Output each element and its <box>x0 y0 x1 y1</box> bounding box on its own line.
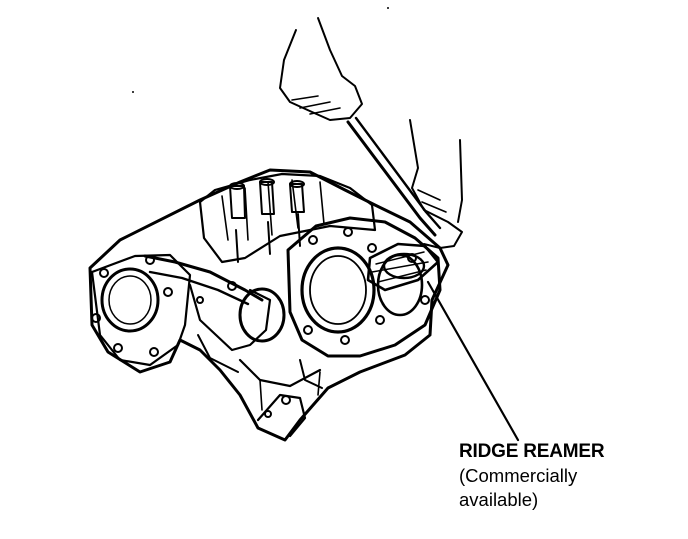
middle-bore <box>238 287 286 343</box>
reamer-head <box>366 242 440 292</box>
reamer-handle <box>346 120 437 237</box>
callout-line-2: available) <box>459 489 539 510</box>
upper-hand <box>279 17 363 121</box>
main-rib <box>143 254 264 302</box>
callout-leader <box>426 280 520 442</box>
block-outline <box>88 168 450 442</box>
right-bore-1 <box>300 246 376 334</box>
left-deck <box>198 172 377 264</box>
callout-title: RIDGE REAMER <box>459 441 605 462</box>
front-wall <box>90 253 192 367</box>
callout-line-1: (Commercially <box>459 465 578 486</box>
right-deck <box>286 216 442 358</box>
lower-hand <box>409 119 463 249</box>
left-bore <box>100 267 160 333</box>
engine-block <box>88 168 450 442</box>
operator-hands <box>279 17 463 249</box>
callout-label: RIDGE REAMER (Commercially available) <box>459 440 605 512</box>
